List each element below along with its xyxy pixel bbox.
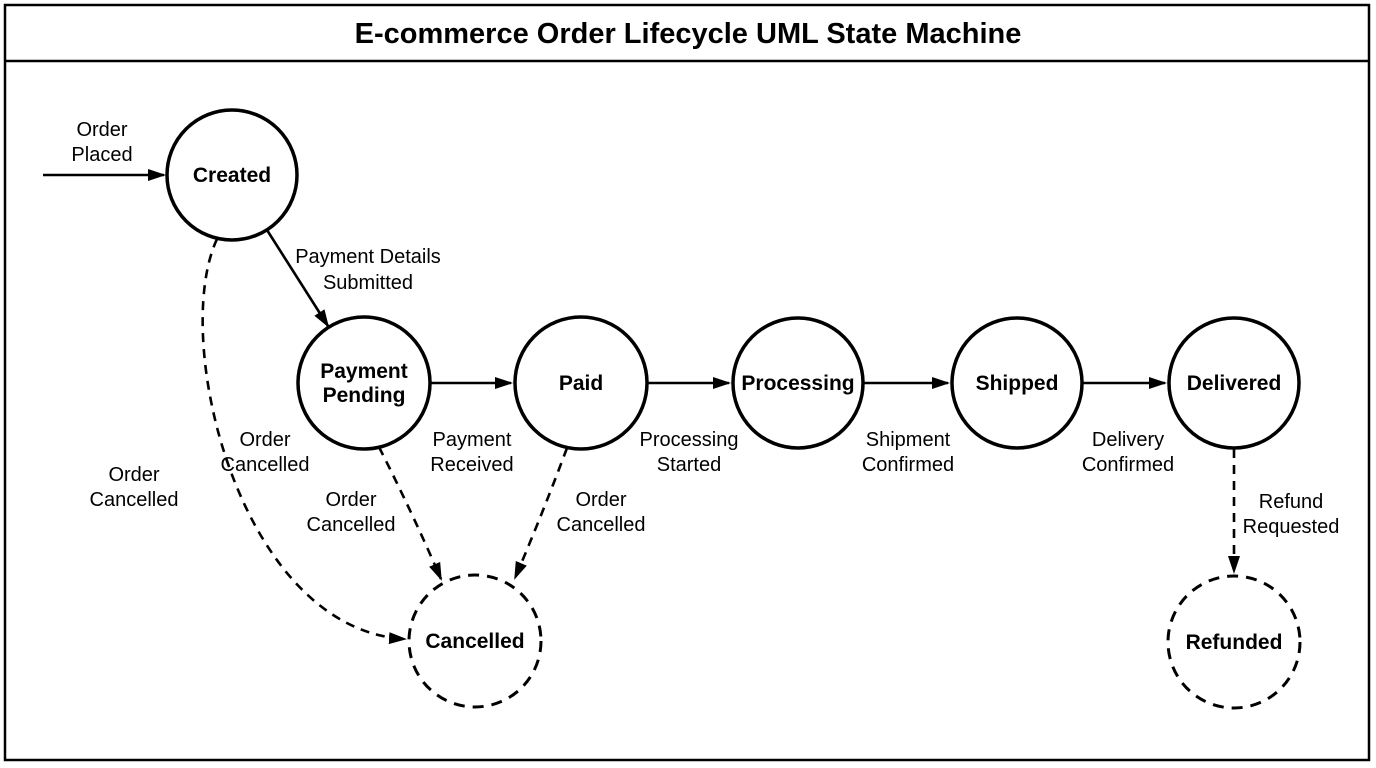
transition-label: Processing	[640, 429, 739, 451]
transition-label: Received	[430, 454, 513, 476]
transition-label: Cancelled	[307, 514, 396, 536]
state-refunded: Refunded	[1166, 574, 1302, 710]
transition-label: Payment	[433, 429, 512, 451]
state-circle	[950, 316, 1084, 450]
state-label: Shipped	[976, 372, 1059, 395]
state-circle	[407, 573, 543, 709]
state-circle	[1166, 574, 1302, 710]
transition-arrow	[377, 446, 443, 581]
transition-label: Delivery	[1092, 429, 1164, 451]
state-label: Created	[193, 164, 271, 187]
state-circle	[513, 315, 649, 451]
state-paid: Paid	[513, 315, 649, 451]
diagram-frame	[3, 3, 1371, 762]
transition-label: Confirmed	[862, 454, 954, 476]
transition-label: Order	[76, 119, 127, 141]
state-circle	[296, 315, 432, 451]
state-label: Delivered	[1187, 372, 1282, 395]
state-circle	[731, 316, 865, 450]
state-cancelled: Cancelled	[407, 573, 543, 709]
transition-label: Cancelled	[221, 454, 310, 476]
transition-arrow	[513, 447, 569, 580]
transition-label: Placed	[71, 144, 132, 166]
transition-label: Payment Details	[295, 246, 441, 268]
transition-label: Order	[239, 429, 290, 451]
transition-label: Refund	[1259, 491, 1324, 513]
state-circle	[1167, 316, 1301, 450]
diagram-title: E-commerce Order Lifecycle UML State Mac…	[355, 18, 1022, 50]
transition-arrow	[201, 238, 407, 645]
transition-label: Cancelled	[557, 514, 646, 536]
transition-label: Submitted	[323, 272, 413, 294]
transition-label: Order	[575, 489, 626, 511]
state-label: Pending	[323, 384, 406, 407]
state-label: Cancelled	[425, 630, 524, 653]
state-label: Paid	[559, 372, 603, 395]
state-label: Refunded	[1186, 631, 1283, 654]
state-created: Created	[165, 108, 299, 242]
state-label: Payment	[320, 360, 408, 383]
state-label: Processing	[741, 372, 854, 395]
state-delivered: Delivered	[1167, 316, 1301, 450]
state-processing: Processing	[731, 316, 865, 450]
transition-label: Order	[108, 464, 159, 486]
transition-label: Cancelled	[90, 489, 179, 511]
transition-label: Requested	[1243, 516, 1340, 538]
transition-label: Order	[325, 489, 376, 511]
transition-label: Started	[657, 454, 721, 476]
state-shipped: Shipped	[950, 316, 1084, 450]
state-circle	[165, 108, 299, 242]
transition-label: Confirmed	[1082, 454, 1174, 476]
transition-label: Shipment	[866, 429, 951, 451]
transition-arrow	[265, 229, 330, 328]
